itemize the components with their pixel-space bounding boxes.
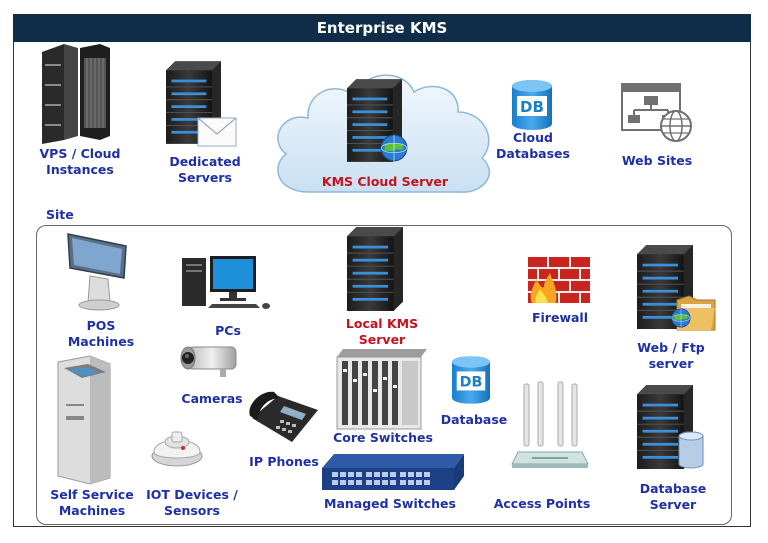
cameras-label: Cameras — [181, 391, 243, 406]
pcs-label: PCs — [215, 323, 241, 338]
pos-terminal-icon — [67, 233, 127, 311]
local-kms-server-icon — [347, 226, 403, 312]
kiosk-icon — [57, 355, 111, 485]
sensor-icon — [151, 431, 203, 467]
database-icon: DB — [452, 356, 490, 404]
access-point-icon — [511, 381, 589, 468]
svg-text:DB: DB — [460, 375, 483, 391]
cloud-server-icon — [347, 78, 408, 163]
page-title: Enterprise KMS — [13, 14, 751, 42]
access-points-label: Access Points — [493, 496, 591, 511]
core-switch-icon — [336, 349, 427, 430]
mail-server-icon — [166, 60, 237, 147]
mainframe-icon — [42, 44, 110, 144]
site-boundary — [36, 225, 732, 525]
ip-phone-icon — [249, 391, 318, 442]
database-label: Database — [440, 412, 508, 427]
iot-label: IOT Devices /Sensors — [146, 487, 238, 518]
managed-switch-icon — [322, 454, 464, 490]
firewall-icon — [528, 257, 590, 303]
ftp-server-icon — [637, 244, 716, 331]
web-sitemap-icon — [621, 83, 692, 142]
web-sites-label: Web Sites — [621, 153, 693, 168]
pc-icon — [182, 256, 270, 309]
core-switches-label: Core Switches — [333, 430, 433, 445]
cloud-db-icon: DB — [512, 80, 552, 130]
kms-cloud-label: KMS Cloud Server — [321, 174, 449, 189]
firewall-label: Firewall — [531, 310, 589, 325]
ip-phones-label: IP Phones — [249, 454, 319, 469]
db-server-icon — [637, 384, 704, 470]
camera-icon — [180, 346, 237, 377]
managed-switches-label: Managed Switches — [324, 496, 456, 511]
svg-text:DB: DB — [520, 98, 544, 116]
site-label: Site — [46, 207, 74, 222]
